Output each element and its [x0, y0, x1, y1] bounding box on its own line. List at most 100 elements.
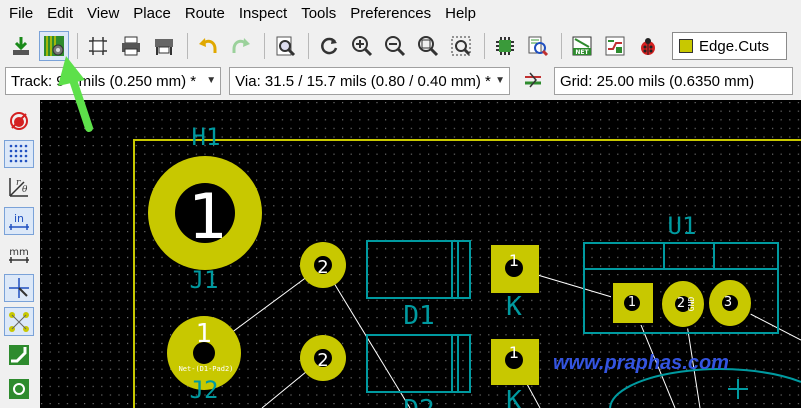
page-settings-button[interactable] [83, 31, 113, 61]
redraw-button[interactable] [314, 31, 344, 61]
d2-diode[interactable]: 2 1 D2 K [300, 334, 539, 408]
grid-size-select[interactable]: Grid: 25.00 mils (0.6350 mm) [553, 67, 793, 95]
zoom-out-icon [385, 36, 406, 57]
chevron-down-icon: ▼ [206, 75, 217, 86]
d2-cathode-label: K [506, 386, 522, 408]
refresh-icon [321, 37, 338, 55]
j1-pad-net: Net-(D1-Pad2) [179, 365, 234, 373]
track-outline-icon [9, 345, 29, 366]
layer-name: Edge.Cuts [699, 37, 770, 55]
auto-track-width-button[interactable] [518, 66, 548, 96]
zoom-fit-icon [418, 36, 439, 57]
zoom-in-button[interactable] [347, 31, 377, 61]
grid-toggle-button[interactable] [4, 139, 34, 169]
footprint-editor-button[interactable] [490, 31, 520, 61]
h1-mounting-hole[interactable]: H1 1 [148, 123, 262, 270]
ratsnest-icon [9, 311, 29, 332]
menu-route[interactable]: Route [184, 5, 225, 22]
menu-edit[interactable]: Edit [47, 5, 74, 22]
pcb-canvas[interactable]: H1 1 J1 1 Net-(D1-Pad2) J2 2 1 D1 K [40, 100, 801, 408]
j1-drill-1 [193, 342, 215, 364]
netlist-icon: NET [572, 36, 592, 56]
u1-pad-2-number: 2 [677, 296, 685, 311]
d2-reference: D2 [403, 395, 434, 408]
plot-button[interactable] [149, 31, 179, 61]
u1-pad-2-net: GND [687, 297, 696, 312]
capacitor-body-arc [609, 368, 801, 408]
via-display-button[interactable] [4, 375, 34, 404]
board-setup-icon [44, 36, 64, 56]
drc-off-button[interactable] [4, 106, 34, 135]
track-width-select[interactable]: Track: 9 mils (0.250 mm) * ▼ [5, 67, 222, 95]
zoom-out-button[interactable] [380, 31, 410, 61]
via-size-label: Via: 31.5 / 15.7 mils (0.80 / 0.40 mm) * [235, 72, 491, 90]
j1-pad-number: 1 [196, 319, 213, 349]
auto-track-width-icon [524, 72, 541, 88]
main-toolbar: NET Edge.Cuts [0, 28, 801, 64]
u1-drill-1 [624, 295, 640, 311]
track-width-value: mils (0.250 mm) * [78, 72, 197, 90]
d2-body-outline [366, 334, 471, 393]
d1-drill-1 [505, 259, 523, 277]
print-button[interactable] [116, 31, 146, 61]
menu-view[interactable]: View [87, 5, 120, 22]
update-from-schematic-button[interactable] [600, 31, 630, 61]
units-inch-button[interactable]: in [4, 206, 34, 236]
menu-place[interactable]: Place [133, 5, 171, 22]
menu-help[interactable]: Help [445, 5, 476, 22]
menu-inspect[interactable]: Inspect [238, 5, 288, 22]
j1-connector[interactable]: J1 1 Net-(D1-Pad2) J2 [167, 266, 241, 404]
d2-pad-2-number: 2 [317, 350, 328, 371]
track-display-button[interactable] [4, 341, 34, 370]
units-mm-button[interactable]: mm [4, 240, 34, 269]
menu-bar: File Edit View Place Route Inspect Tools… [0, 0, 801, 28]
svg-text:r: r [16, 178, 21, 188]
inch-units-icon: in [9, 212, 29, 230]
chevron-down-icon: ▼ [495, 75, 506, 86]
cursor-shape-button[interactable] [4, 273, 34, 303]
undo-button[interactable] [193, 31, 223, 61]
layer-selector[interactable]: Edge.Cuts [672, 32, 787, 60]
h1-value: 1 [188, 180, 227, 253]
redo-icon [232, 38, 250, 53]
menu-preferences[interactable]: Preferences [350, 5, 432, 22]
d1-reference: D1 [403, 301, 434, 331]
load-netlist-button[interactable]: NET [567, 31, 597, 61]
page-settings-icon [89, 37, 107, 55]
undo-icon [199, 38, 217, 53]
menu-file[interactable]: File [9, 5, 34, 22]
svg-text:NET: NET [575, 49, 589, 56]
find-button[interactable] [270, 31, 300, 61]
u1-tab-outline [584, 243, 778, 270]
grid-size-label: Grid: 25.00 mils (0.6350 mm) [559, 72, 755, 90]
h1-drill [175, 183, 235, 243]
d1-diode[interactable]: 2 1 D1 K [300, 240, 539, 331]
drc-button[interactable] [633, 31, 663, 61]
save-board-button[interactable] [6, 31, 36, 61]
toolbar-separator [308, 33, 309, 59]
zoom-selection-button[interactable] [446, 31, 476, 61]
footprint-icon [496, 37, 514, 55]
d1-cathode-label: K [506, 292, 522, 322]
u1-body-outline [583, 242, 779, 334]
toolbar-separator [264, 33, 265, 59]
u1-drill-3 [722, 295, 738, 311]
grid-dots-icon [9, 144, 28, 163]
u1-regulator[interactable]: U1 1 2 GND 3 [583, 212, 779, 334]
menu-tools[interactable]: Tools [301, 5, 337, 22]
print-icon [122, 36, 140, 56]
j1-reference: J1 [190, 266, 219, 294]
ratsnest-toggle-button[interactable] [4, 307, 34, 336]
footprint-viewer-button[interactable] [523, 31, 553, 61]
toolbar-separator [561, 33, 562, 59]
board-setup-button[interactable] [39, 31, 69, 61]
zoom-fit-button[interactable] [413, 31, 443, 61]
d1-cathode-band [451, 241, 459, 298]
h1-reference: H1 [192, 123, 221, 151]
zoom-selection-icon [451, 36, 471, 56]
redo-button[interactable] [226, 31, 256, 61]
polar-coords-icon: rθ [9, 178, 28, 198]
via-size-select[interactable]: Via: 31.5 / 15.7 mils (0.80 / 0.40 mm) *… [229, 67, 511, 95]
d2-cathode-band [451, 335, 459, 392]
